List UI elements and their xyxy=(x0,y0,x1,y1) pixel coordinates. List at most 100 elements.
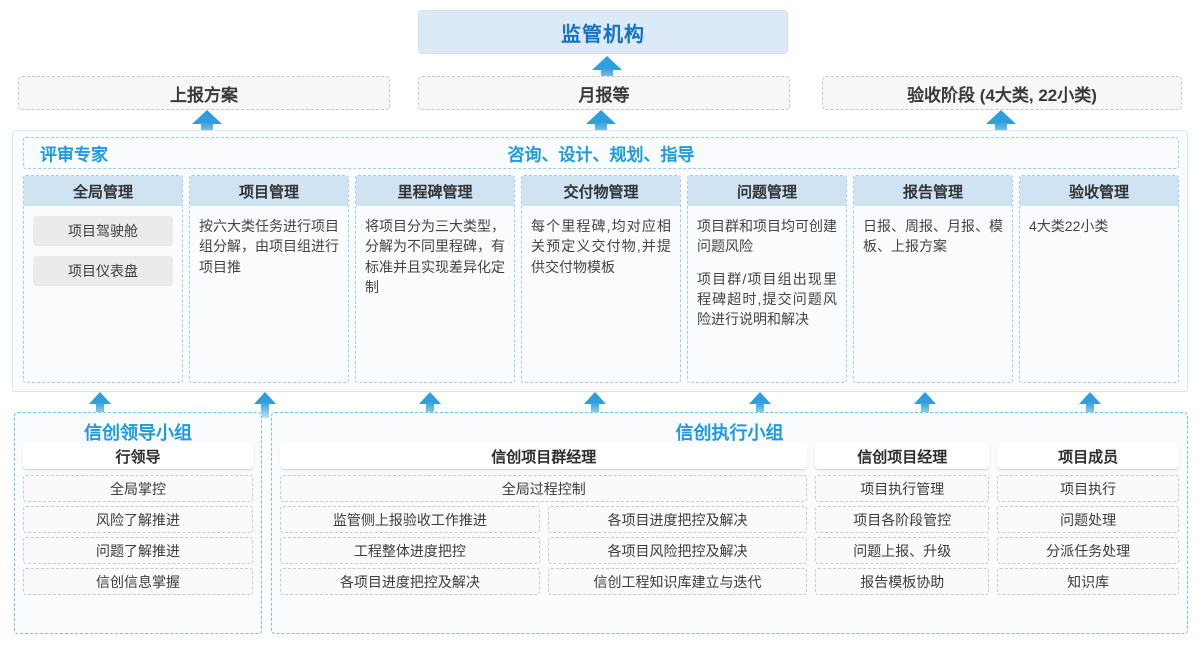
arrow-shaft xyxy=(756,402,764,418)
member-item[interactable]: 项目执行 xyxy=(997,475,1179,502)
column-text: 将项目分为三大类型，分解为不同里程碑，有标准并且实现差异化定制 xyxy=(365,218,505,295)
pm-item[interactable]: 报告模板协助 xyxy=(815,568,990,595)
column-text: 项目群和项目均可创建问题风险 xyxy=(697,218,837,255)
column-header: 交付物管理 xyxy=(522,176,680,206)
pill-item[interactable]: 项目驾驶舱 xyxy=(33,216,173,246)
capability-column-project[interactable]: 项目管理 按六大类任务进行项目组分解，由项目组进行项目推 xyxy=(189,175,349,383)
column-body: 按六大类任务进行项目组分解，由项目组进行项目推 xyxy=(190,206,348,382)
pill-item[interactable]: 项目仪表盘 xyxy=(33,256,173,286)
arrow-head-icon xyxy=(592,56,622,70)
column-body: 将项目分为三大类型，分解为不同里程碑，有标准并且实现差异化定制 xyxy=(356,206,514,382)
arrow-up-col-7 xyxy=(1079,392,1101,418)
pgm-item[interactable]: 监管侧上报验收工作推进 xyxy=(280,506,540,533)
pgm-row: 各项目进度把控及解决 信创工程知识库建立与迭代 xyxy=(280,568,808,599)
team-project-member: 项目成员 项目执行 问题处理 分派任务处理 知识库 xyxy=(997,443,1179,599)
arrow-head-icon xyxy=(584,392,606,404)
column-body: 4大类22小类 xyxy=(1020,206,1178,382)
leader-item[interactable]: 全局掌控 xyxy=(23,475,253,502)
arrow-head-icon xyxy=(1079,392,1101,404)
arrow-head-icon xyxy=(586,110,616,124)
arrow-up-col-6 xyxy=(914,392,936,418)
capability-column-milestone[interactable]: 里程碑管理 将项目分为三大类型，分解为不同里程碑，有标准并且实现差异化定制 xyxy=(355,175,515,383)
member-item[interactable]: 问题处理 xyxy=(997,506,1179,533)
column-text: 每个里程碑,均对应相关预定义交付物,并提供交付物模板 xyxy=(531,218,671,275)
role-band: 评审专家 咨询、设计、规划、指导 xyxy=(23,137,1179,169)
pgm-item[interactable]: 各项目风险把控及解决 xyxy=(547,537,808,564)
arrow-up-col-3 xyxy=(419,392,441,418)
column-header: 报告管理 xyxy=(854,176,1012,206)
pm-item[interactable]: 项目执行管理 xyxy=(815,475,990,502)
capability-column-acceptance[interactable]: 验收管理 4大类22小类 xyxy=(1019,175,1179,383)
column-header: 全局管理 xyxy=(24,176,182,206)
column-body: 项目驾驶舱 项目仪表盘 xyxy=(24,206,182,382)
arrow-up-col-4 xyxy=(584,392,606,418)
member-item[interactable]: 知识库 xyxy=(997,568,1179,595)
report-card-monthly: 月报等 xyxy=(418,76,790,110)
arrow-up-col-1 xyxy=(89,392,111,418)
pgm-item[interactable]: 工程整体进度把控 xyxy=(280,537,540,564)
team-head-program-manager[interactable]: 信创项目群经理 xyxy=(280,443,808,469)
arrow-shaft xyxy=(261,402,269,418)
arrow-head-icon xyxy=(986,110,1016,124)
arrow-shaft xyxy=(1086,402,1094,418)
group-execution-body: 信创项目群经理 全局过程控制 监管侧上报验收工作推进 各项目进度把控及解决 工程… xyxy=(272,443,1187,599)
arrow-shaft xyxy=(591,402,599,418)
column-body: 项目群和项目均可创建问题风险 项目群/项目组出现里程碑超时,提交问题风险进行说明… xyxy=(688,206,846,382)
capability-column-deliverable[interactable]: 交付物管理 每个里程碑,均对应相关预定义交付物,并提供交付物模板 xyxy=(521,175,681,383)
capability-column-global[interactable]: 全局管理 项目驾驶舱 项目仪表盘 xyxy=(23,175,183,383)
team-head-project-manager[interactable]: 信创项目经理 xyxy=(815,443,990,469)
team-project-manager: 信创项目经理 项目执行管理 项目各阶段管控 问题上报、升级 报告模板协助 xyxy=(815,443,990,599)
arrow-head-icon xyxy=(749,392,771,404)
group-leader-body: 行领导 全局掌控 风险了解推进 问题了解推进 信创信息掌握 xyxy=(15,443,261,595)
pgm-row: 工程整体进度把控 各项目风险把控及解决 xyxy=(280,537,808,568)
pm-item[interactable]: 项目各阶段管控 xyxy=(815,506,990,533)
pgm-item-global-process[interactable]: 全局过程控制 xyxy=(280,475,808,502)
arrow-head-icon xyxy=(89,392,111,404)
arrow-up-col-5 xyxy=(749,392,771,418)
team-program-manager: 信创项目群经理 全局过程控制 监管侧上报验收工作推进 各项目进度把控及解决 工程… xyxy=(280,443,808,599)
report-card-plan: 上报方案 xyxy=(18,76,390,110)
regulator-box: 监管机构 xyxy=(418,10,788,54)
column-body: 每个里程碑,均对应相关预定义交付物,并提供交付物模板 xyxy=(522,206,680,382)
leader-item[interactable]: 风险了解推进 xyxy=(23,506,253,533)
arrow-shaft xyxy=(921,402,929,418)
column-header: 里程碑管理 xyxy=(356,176,514,206)
capability-column-report[interactable]: 报告管理 日报、周报、月报、模板、上报方案 xyxy=(853,175,1013,383)
leader-item[interactable]: 问题了解推进 xyxy=(23,537,253,564)
arrow-head-icon xyxy=(914,392,936,404)
column-text: 按六大类任务进行项目组分解，由项目组进行项目推 xyxy=(199,218,339,275)
arrow-head-icon xyxy=(419,392,441,404)
pgm-item[interactable]: 各项目进度把控及解决 xyxy=(280,568,540,595)
member-item[interactable]: 分派任务处理 xyxy=(997,537,1179,564)
group-leader: 信创领导小组 行领导 全局掌控 风险了解推进 问题了解推进 信创信息掌握 xyxy=(14,412,262,634)
role-review-expert-label: 评审专家 xyxy=(40,145,108,165)
arrow-shaft xyxy=(96,402,104,418)
group-execution-title: 信创执行小组 xyxy=(675,423,784,443)
capability-columns: 全局管理 项目驾驶舱 项目仪表盘 项目管理 按六大类任务进行项目组分解，由项目组… xyxy=(23,175,1179,383)
role-consulting-label: 咨询、设计、规划、指导 xyxy=(507,145,695,165)
execution-columns: 信创项目群经理 全局过程控制 监管侧上报验收工作推进 各项目进度把控及解决 工程… xyxy=(280,443,1179,599)
column-header: 项目管理 xyxy=(190,176,348,206)
pgm-item[interactable]: 各项目进度把控及解决 xyxy=(547,506,808,533)
column-header: 验收管理 xyxy=(1020,176,1178,206)
arrow-head-icon xyxy=(254,392,276,404)
capability-panel: 评审专家 咨询、设计、规划、指导 全局管理 项目驾驶舱 项目仪表盘 项目管理 按… xyxy=(12,130,1188,392)
pm-item[interactable]: 问题上报、升级 xyxy=(815,537,990,564)
capability-column-issue[interactable]: 问题管理 项目群和项目均可创建问题风险 项目群/项目组出现里程碑超时,提交问题风… xyxy=(687,175,847,383)
column-text: 项目群/项目组出现里程碑超时,提交问题风险进行说明和解决 xyxy=(697,270,837,328)
pgm-item[interactable]: 信创工程知识库建立与迭代 xyxy=(547,568,808,595)
arrow-head-icon xyxy=(192,110,222,124)
pgm-row: 监管侧上报验收工作推进 各项目进度把控及解决 xyxy=(280,506,808,537)
report-card-acceptance: 验收阶段 (4大类, 22小类) xyxy=(822,76,1182,110)
column-text: 日报、周报、月报、模板、上报方案 xyxy=(863,218,1003,255)
group-execution: 信创执行小组 信创项目群经理 全局过程控制 监管侧上报验收工作推进 各项目进度把… xyxy=(271,412,1188,634)
column-header: 问题管理 xyxy=(688,176,846,206)
arrow-shaft xyxy=(426,402,434,418)
team-head-bank-leader[interactable]: 行领导 xyxy=(23,443,253,469)
column-text: 4大类22小类 xyxy=(1029,218,1109,234)
column-body: 日报、周报、月报、模板、上报方案 xyxy=(854,206,1012,382)
team-head-project-member[interactable]: 项目成员 xyxy=(997,443,1179,469)
arrow-up-col-2 xyxy=(254,392,276,418)
leader-item[interactable]: 信创信息掌握 xyxy=(23,568,253,595)
